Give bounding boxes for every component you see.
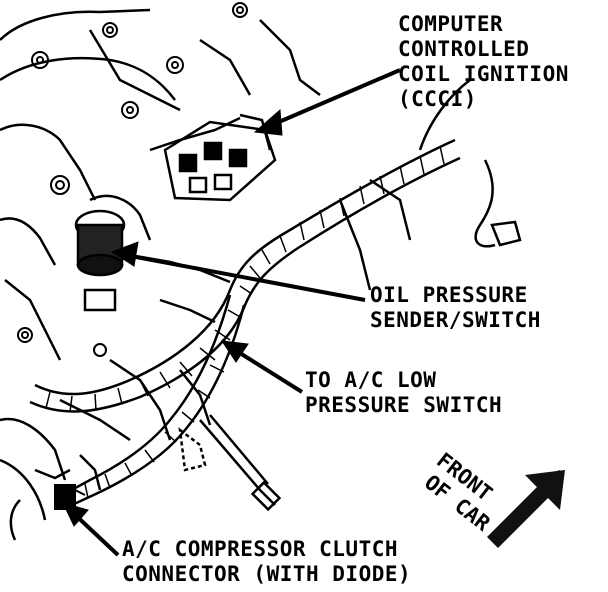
oil-pressure-sender [74, 209, 126, 312]
ac-clutch-label-line: A/C COMPRESSOR CLUTCH [122, 537, 399, 561]
ac-clutch-label: A/C COMPRESSOR CLUTCH CONNECTOR (WITH DI… [122, 537, 411, 587]
oil-label-line: SENDER/SWITCH [370, 308, 541, 332]
mount-bolt [178, 414, 282, 512]
ccci-label-line: COIL IGNITION [398, 62, 569, 86]
ccci-label-line: CONTROLLED [398, 37, 530, 61]
ccci-label-line: COMPUTER [398, 12, 504, 36]
ccci-label: COMPUTER CONTROLLED COIL IGNITION (CCCI) [398, 12, 569, 112]
engine-block [0, 8, 412, 541]
ac-low-label-line: PRESSURE SWITCH [305, 393, 503, 417]
ac-clutch-arrowhead [62, 502, 89, 527]
ccci-label-line: (CCCI) [398, 87, 477, 111]
harness-ribs [45, 145, 445, 499]
ac-low-arrowhead [220, 340, 249, 363]
side-wire [474, 159, 522, 248]
ac-low-label-line: TO A/C LOW [305, 368, 437, 392]
oil-label-line: OIL PRESSURE [370, 283, 528, 307]
leader-arrows [62, 68, 401, 557]
oil-arrowhead [110, 241, 139, 267]
ac-clutch-label-line: CONNECTOR (WITH DIODE) [122, 562, 412, 586]
ac-low-pressure-label: TO A/C LOW PRESSURE SWITCH [305, 368, 502, 418]
ccci-arrowhead [253, 108, 283, 136]
engine-bolts [17, 2, 248, 357]
ac-clutch-connector [54, 484, 86, 510]
oil-pressure-label: OIL PRESSURE SENDER/SWITCH [370, 283, 541, 333]
ccci-coil-pack [163, 113, 277, 202]
front-arrow-icon [487, 470, 565, 548]
